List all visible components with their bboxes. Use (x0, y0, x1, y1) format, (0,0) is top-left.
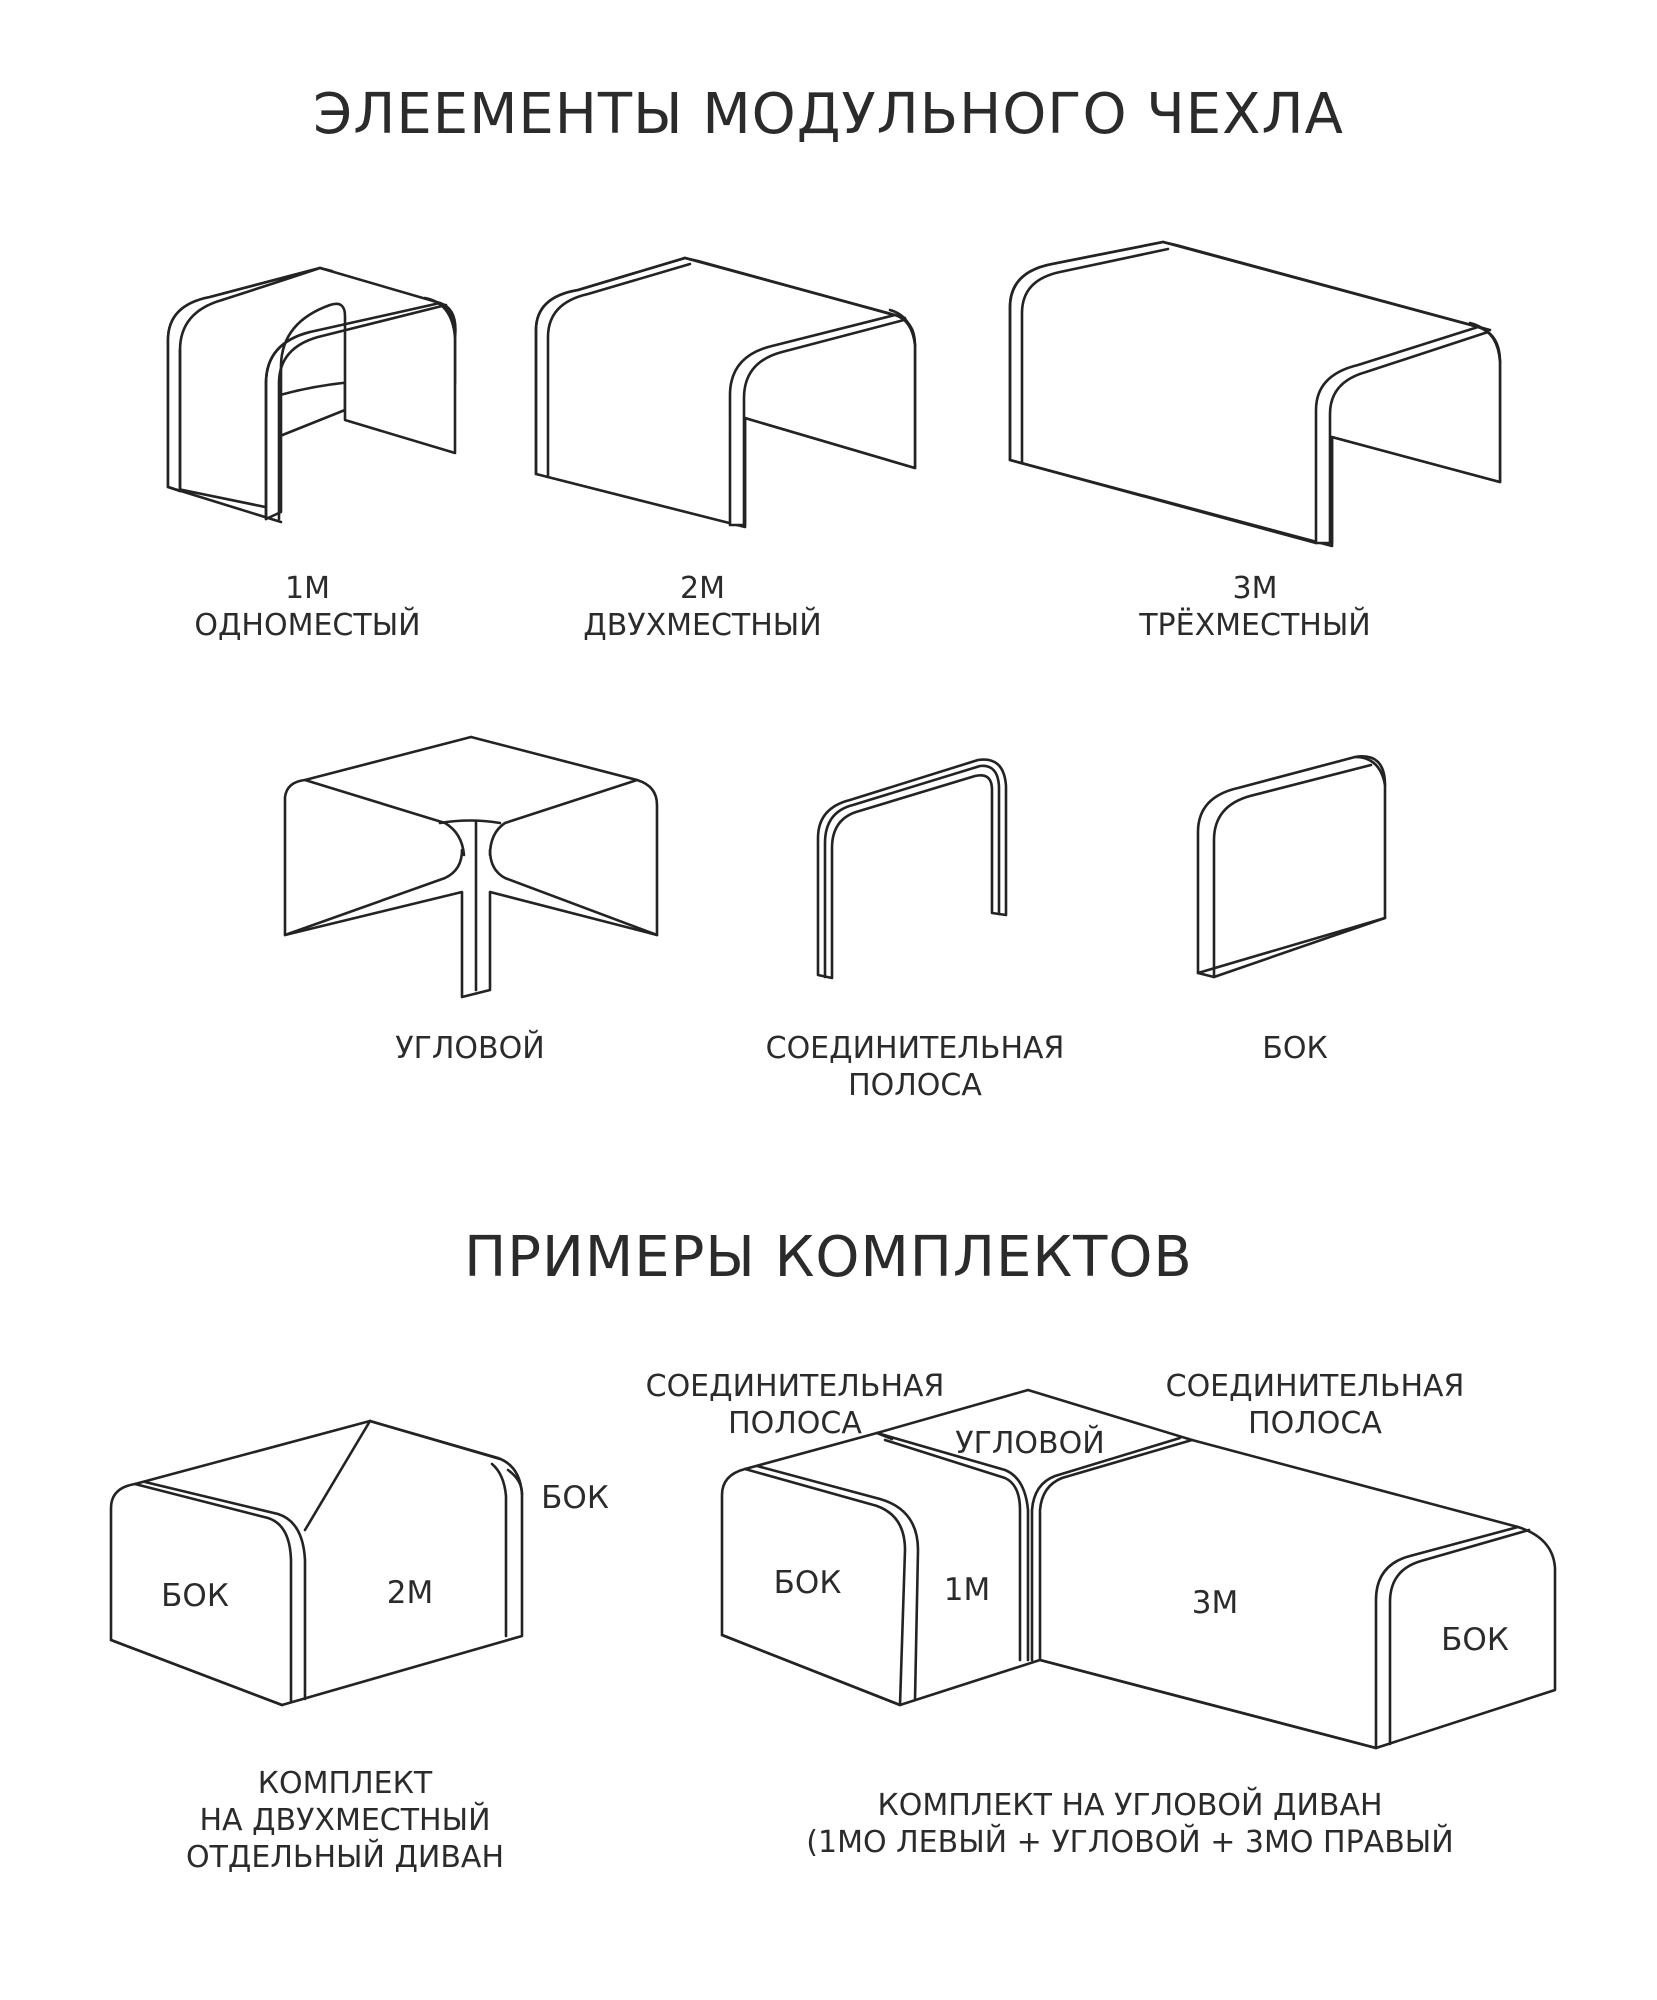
set-corner-caption-line1: КОМПЛЕКТ НА УГЛОВОЙ ДИВАН (877, 1788, 1383, 1823)
caption-strip-line1: СОЕДИНИТЕЛЬНАЯ (765, 1031, 1065, 1066)
corner-illustration (283, 735, 659, 999)
set-corner-strip-right-line2: ПОЛОСА (1248, 1406, 1382, 1441)
caption-1m: 1М ОДНОМЕСТЫЙ (150, 570, 465, 644)
caption-2m-code: 2М (680, 571, 725, 606)
set-corner-corner-label: УГЛОВОЙ (955, 1426, 1105, 1461)
caption-2m-name: ДВУХМЕСТНЫЙ (583, 608, 822, 643)
set-corner-caption: КОМПЛЕКТ НА УГЛОВОЙ ДИВАН (1МО ЛЕВЫЙ + У… (780, 1787, 1480, 1861)
set-corner-strip-left-line1: СОЕДИНИТЕЛЬНАЯ (645, 1369, 945, 1404)
set-corner-module-3m: 3М (1191, 1585, 1239, 1621)
caption-3m-name: ТРЁХМЕСТНЫЙ (1139, 608, 1371, 643)
caption-3m: 3М ТРЁХМЕСТНЫЙ (1100, 570, 1410, 644)
caption-strip-line2: ПОЛОСА (848, 1068, 982, 1103)
set-corner-strip-left-line2: ПОЛОСА (728, 1406, 862, 1441)
set-two-caption-line2: НА ДВУХМЕСТНЫЙ (199, 1803, 491, 1838)
set-corner-illustration (720, 1388, 1557, 1750)
set-corner-strip-left: СОЕДИНИТЕЛЬНАЯ ПОЛОСА (610, 1368, 980, 1442)
set-corner-strip-right-line1: СОЕДИНИТЕЛЬНАЯ (1165, 1369, 1465, 1404)
caption-2m: 2М ДВУХМЕСТНЫЙ (545, 570, 860, 644)
caption-corner: УГЛОВОЙ (395, 1031, 545, 1066)
cover-1m-illustration (166, 266, 457, 524)
set-two-caption: КОМПЛЕКТ НА ДВУХМЕСТНЫЙ ОТДЕЛЬНЫЙ ДИВАН (150, 1765, 540, 1876)
set-corner-strip-right: СОЕДИНИТЕЛЬНАЯ ПОЛОСА (1130, 1368, 1500, 1442)
set-corner-caption-line2: (1МО ЛЕВЫЙ + УГЛОВОЙ + 3МО ПРАВЫЙ (806, 1825, 1454, 1860)
set-corner-right-side: БОК (1441, 1622, 1509, 1658)
caption-strip: СОЕДИНИТЕЛЬНАЯ ПОЛОСА (740, 1030, 1090, 1104)
set-two-body: 2М (386, 1575, 434, 1611)
connecting-strip-illustration (816, 758, 1008, 980)
set-two-caption-line1: КОМПЛЕКТ (257, 1766, 433, 1801)
set-two-left-side: БОК (161, 1578, 229, 1614)
cover-2m-illustration (534, 256, 917, 529)
caption-1m-name: ОДНОМЕСТЫЙ (194, 608, 421, 643)
set-two-seat-illustration (109, 1419, 524, 1707)
set-corner-left-side: БОК (773, 1565, 842, 1601)
heading-elements: ЭЛЕЕМЕНТЫ МОДУЛЬНОГО ЧЕХЛА (313, 82, 1344, 147)
side-illustration (1196, 755, 1387, 979)
set-two-caption-line3: ОТДЕЛЬНЫЙ ДИВАН (185, 1840, 505, 1875)
set-corner-module-1m: 1М (943, 1572, 991, 1608)
set-two-right-side: БОК (541, 1480, 609, 1516)
cover-3m-illustration (1008, 240, 1502, 548)
caption-side: БОК (1262, 1031, 1328, 1066)
caption-3m-code: 3М (1232, 571, 1278, 606)
caption-1m-code: 1М (285, 571, 330, 606)
heading-examples: ПРИМЕРЫ КОМПЛЕКТОВ (464, 1225, 1193, 1290)
